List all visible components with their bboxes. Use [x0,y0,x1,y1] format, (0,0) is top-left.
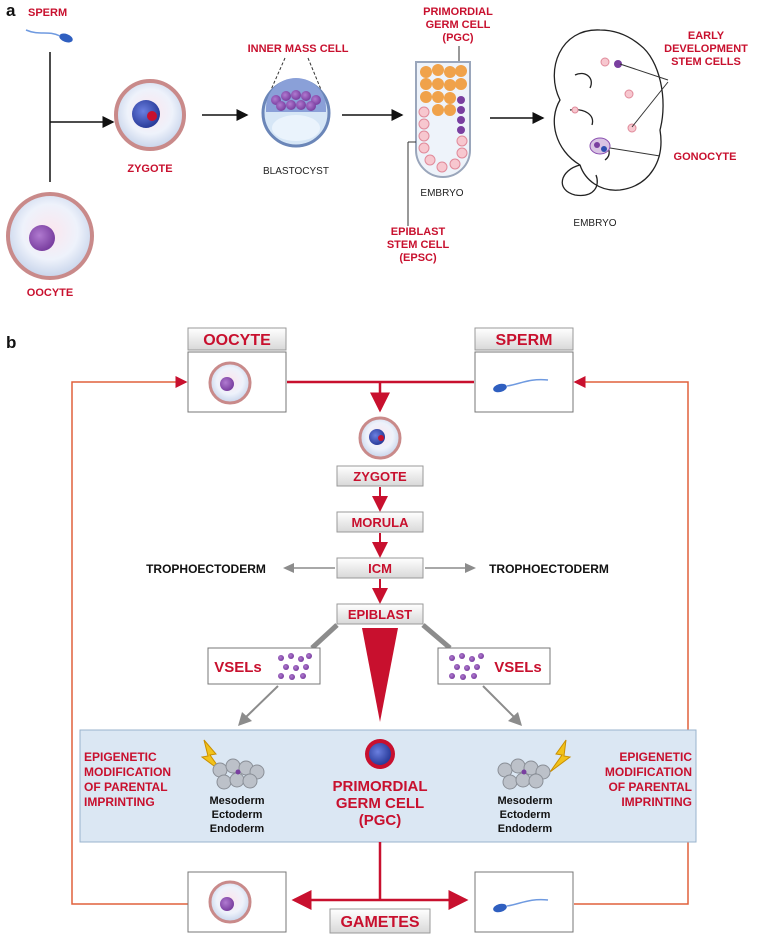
layers-right-endoderm: Endoderm [498,823,553,835]
gonocyte-label: GONOCYTE [674,151,737,163]
pgc-to-gametes-lines [291,842,469,910]
cluster-left-vsel-dot [235,769,241,775]
pgc-b-line2: GERM CELL [336,795,424,812]
panel-a-label: a [6,1,16,20]
morula-label: MORULA [351,515,409,530]
embryo-tube-label: EMBRYO [420,188,463,199]
layers-right-mesoderm: Mesoderm [497,795,552,807]
early-dev-label-line2: DEVELOPMENT [664,43,748,55]
icm-box [336,557,424,579]
pgc-label-line2: GERM CELL [426,19,491,31]
panel-b-label: b [6,333,16,352]
zygote-cell-icon [114,79,186,151]
cluster-right-vsel-dot [521,769,527,775]
gametes-box [329,908,431,934]
layers-left-ectoderm: Ectoderm [212,809,263,821]
epigenetic-left-line4: IMPRINTING [84,795,155,809]
morula-box [336,511,424,533]
gamete-sperm-icon [493,898,549,913]
epiblast-box [336,603,424,625]
sperm-label: SPERM [28,7,67,19]
oocyte-cell-icon [6,192,94,280]
pgc-b-line1: PRIMORDIAL [333,778,428,795]
blastocyst-label: BLASTOCYST [263,166,329,177]
inner-mass-cell-label: INNER MASS CELL [248,43,349,55]
oocyte-title-box [187,327,287,351]
oocyte-box-icon [208,361,252,405]
gamete-feedback-loop [71,376,689,905]
gamete-oocyte-icon [208,880,252,924]
vsels-left-label: VSELs [214,659,262,676]
blastocyst-icon [261,57,331,148]
trophoectoderm-arrows [283,563,476,573]
trophoectoderm-left-label: TROPHOECTODERM [146,562,266,576]
oocyte-title: OOCYTE [203,332,271,349]
embryo-drawing-icon [553,29,664,197]
epigenetic-right-line2: MODIFICATION [605,765,692,779]
oocyte-label: OOCYTE [27,287,73,299]
epigenetic-left-line2: MODIFICATION [84,765,171,779]
epsc-label-line2: STEM CELL [387,239,450,251]
embryo-label: EMBRYO [573,218,616,229]
gametes-label: GAMETES [340,914,419,931]
epigenetic-right-line3: OF PARENTAL [608,780,692,794]
vsels-down-arrows [238,685,522,726]
epiblast-vsel-connectors [310,623,452,650]
fertilization-connector [49,52,115,182]
layers-left-endoderm: Endoderm [210,823,265,835]
layers-left-mesoderm: Mesoderm [209,795,264,807]
sperm-title-box [474,327,574,351]
epigenetic-left-line1: EPIGENETIC [84,750,157,764]
zygote-b-label: ZYGOTE [353,469,407,484]
pgc-label-line3: (PGC) [442,32,474,44]
zygote-b-box [336,465,424,487]
vsels-left-dots [278,653,312,680]
pgc-label-line1: PRIMORDIAL [423,6,493,18]
vsels-right-label: VSELs [494,659,542,676]
cell-cluster-left-icon [212,758,265,790]
fertilization-lines-b [287,380,474,413]
epigenetic-left-line3: OF PARENTAL [84,780,168,794]
embryo-tube-icon [415,61,471,178]
vsels-right-dots [449,653,484,680]
epsc-label-line3: (EPSC) [399,252,437,264]
sperm-icon [25,29,73,43]
pgc-b-line3: (PGC) [359,812,402,829]
zygote-label: ZYGOTE [127,163,172,175]
early-dev-label-line3: STEM CELLS [671,56,741,68]
epsc-label-line1: EPIBLAST [391,226,446,238]
pgc-cell-icon [365,739,395,769]
epigenetic-right-line4: IMPRINTING [621,795,692,809]
early-dev-label-line1: EARLY [688,30,725,42]
trophoectoderm-right-label: TROPHOECTODERM [489,562,609,576]
early-stem-cell-dots [571,57,637,155]
zygote-b-icon [358,416,402,460]
layers-right-ectoderm: Ectoderm [500,809,551,821]
epiblast-to-pgc-arrow [362,628,398,722]
sperm-box-icon [493,378,549,393]
cell-cluster-right-icon [497,758,551,790]
icm-label: ICM [368,561,392,576]
sperm-title: SPERM [496,332,553,349]
epiblast-label: EPIBLAST [348,607,412,622]
epigenetic-right-line1: EPIGENETIC [619,750,692,764]
